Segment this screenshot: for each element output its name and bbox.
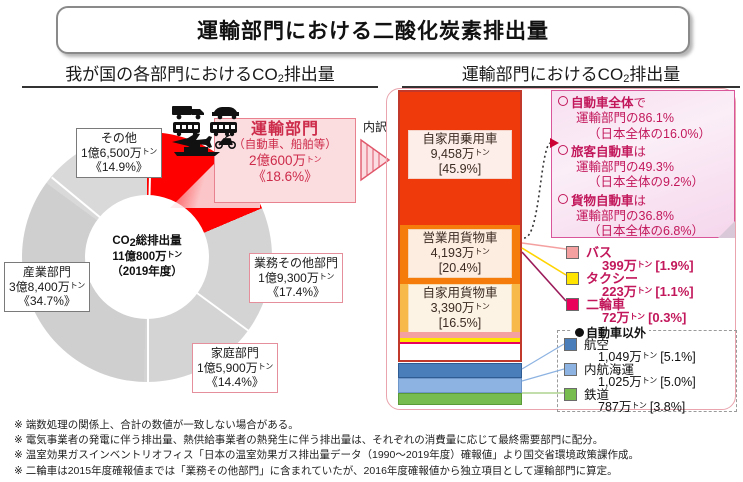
bar-segment-aviation [398,363,522,378]
callout-transport-name: 運輸部門 [250,121,319,138]
swatch-motorcycle [566,298,579,311]
left-heading-rule [22,86,378,88]
callout-transport-sector: 運輸部門 （自動車、船舶等） 2億600万トン 《18.6%》 [214,118,356,203]
left-heading-text-b: 排出量 [283,65,335,84]
left-section-heading: 我が国の各部門におけるCO2排出量 [22,60,378,88]
leader-bus [521,242,567,250]
donut-divider [147,257,149,382]
legend-item-coastal-shipping: 内航海運 1,025万トン [5.0%] [564,361,740,389]
bullet-dot-icon [575,328,584,337]
callout-transport-value: 2億600万トン [248,152,322,168]
callout-other-value: 1億6,500万トン [81,145,157,160]
bar-label-commercial-freight: 営業用貨物車 4,193万トン [20.4%] [408,229,512,278]
callout-commercial-percent: 《17.4%》 [266,285,326,300]
vehicle-legend: バス 399万トン [1.9%] タクシー 223万トン [1.1%] 二輪車 … [566,244,738,325]
callout-other-name: その他 [100,131,137,145]
legend-item-railway: 鉄道 787万トン [3.8%] [564,386,740,414]
legend-item-bus: バス 399万トン [1.9%] [566,244,738,273]
callout-other-percent: 《14.9%》 [89,160,148,175]
breakdown-arrow-group: 内訳 [356,118,394,188]
legend-item-aviation: 航空 1,049万トン [5.1%] [564,336,740,364]
callout-transport-percent: 《18.6%》 [252,169,318,185]
bar-segment-private-freight: 自家用貨物車 3,390万トン [16.5%] [400,284,520,333]
swatch-railway [564,388,577,401]
callout-household-value: 1億5,900万トン [197,360,273,375]
leader-taxi [521,247,567,276]
footnote-1: ※ 端数処理の関係上、合計の数値が一致しない場合がある。 [14,419,299,431]
bullet-ring-icon [558,96,568,106]
right-heading-text-a: 運輸部門におけるCO [461,65,624,84]
swatch-bus [566,246,579,259]
callout-household-sector: 家庭部門 1億5,900万トン 《14.4%》 [192,343,278,393]
footnote-2: ※ 電気事業者の発電に伴う排出量、熱供給事業者の熱発生に伴う排出量は、それぞれの… [14,434,604,447]
bar-label-private-freight: 自家用貨物車 3,390万トン [16.5%] [408,284,512,333]
callout-other-sector: その他 1億6,500万トン 《14.9%》 [76,128,162,178]
bar-segment-coastal-shipping [398,378,522,393]
right-heading-subscript: 2 [623,73,630,85]
non-auto-legend-title: 自動車以外 [572,324,650,341]
callout-commercial-value: 1億9,300万トン [258,270,334,285]
bar-segment-private-passenger: 自家用乗用車 9,458万トン [45.9%] [400,92,520,225]
legend-item-motorcycle: 二輪車 72万トン [0.3%] [566,296,738,325]
callout-commercial-name: 業務その他部門 [254,256,339,270]
leader-motorcycle [521,251,567,302]
bar-segment-railway [398,393,522,405]
vehicles-icon [172,106,239,156]
left-heading-text-a: 我が国の各部門におけるCO [65,65,278,84]
donut-center-line2: 11億800万トン [112,250,182,264]
legend-item-taxi: タクシー 223万トン [1.1%] [566,270,738,299]
swatch-aviation [564,338,577,351]
summary-item-all-vehicles: 自動車全体で 運輸部門の86.1% （日本全体の16.0%） [558,96,730,142]
summary-item-freight-vehicles: 貨物自動車は 運輸部門の36.8% （日本全体の6.8%） [558,193,730,240]
callout-commercial-sector: 業務その他部門 1億9,300万トン 《17.4%》 [249,253,344,303]
page-title-bar: 運輸部門における二酸化炭素排出量 [56,6,690,54]
breakdown-arrow-label: 内訳 [362,120,387,134]
donut-center-line3: （2019年度） [111,266,183,279]
bar-segment-commercial-freight: 営業用貨物車 4,193万トン [20.4%] [400,225,520,284]
footnote-4: ※ 二輪車は2015年度確報値までは「業務その他部門」に含まれていたが、2016… [14,464,618,477]
right-section-heading: 運輸部門におけるCO2排出量 [402,60,740,88]
transport-icon-cluster [170,100,250,156]
swatch-taxi [566,272,579,285]
donut-center-label: CO2総排出量 11億800万トン （2019年度） [85,195,209,319]
right-heading-text-b: 排出量 [629,65,681,84]
bar-segment-bus [400,332,520,338]
bullet-ring-icon [558,144,568,155]
bar-segment-motorcycle [400,342,520,344]
callout-transport-note: （自動車、船舶等） [233,139,337,152]
bar-label-private-passenger: 自家用乗用車 9,458万トン [45.9%] [408,130,512,179]
callout-industry-name: 産業部門 [22,265,71,279]
sector-donut-chart: CO2総排出量 11億800万トン （2019年度） [22,132,272,382]
callout-household-name: 家庭部門 [210,346,259,360]
bar-segment-taxi [400,338,520,342]
connector-to-summary [523,142,551,239]
donut-center-line1: CO2総排出量 [112,235,182,250]
callout-industry-percent: 《34.7%》 [17,294,76,309]
summary-item-passenger-vehicles: 旅客自動車は 運輸部門の49.3% （日本全体の9.2%） [558,144,730,191]
breakdown-arrow-icon [360,138,391,182]
callout-industry-value: 3億8,400万トン [9,279,85,294]
summary-callout-box: 自動車全体で 運輸部門の86.1% （日本全体の16.0%） 旅客自動車は 運輸… [551,90,735,238]
right-heading-rule [402,86,740,88]
footnote-3: ※ 温室効果ガスインベントリオフィス「日本の温室効果ガス排出量データ（1990～… [14,449,640,462]
page-fold-corner-icon [718,221,735,238]
page-title: 運輸部門における二酸化炭素排出量 [197,20,549,43]
non-auto-legend-list: 航空 1,049万トン [5.1%] 内航海運 1,025万トン [5.0%] … [564,336,740,414]
swatch-coastal-shipping [564,363,577,376]
callout-household-percent: 《14.4%》 [205,375,264,390]
bullet-ring-icon [558,193,568,204]
transport-stacked-bar: 自家用乗用車 9,458万トン [45.9%] 営業用貨物車 4,193万トン … [400,92,520,360]
callout-industry-sector: 産業部門 3億8,400万トン 《34.7%》 [4,262,90,312]
left-heading-subscript: 2 [277,73,284,85]
footnotes: ※ 端数処理の関係上、合計の数値が一致しない場合がある。 ※ 電気事業者の発電に… [14,418,734,479]
